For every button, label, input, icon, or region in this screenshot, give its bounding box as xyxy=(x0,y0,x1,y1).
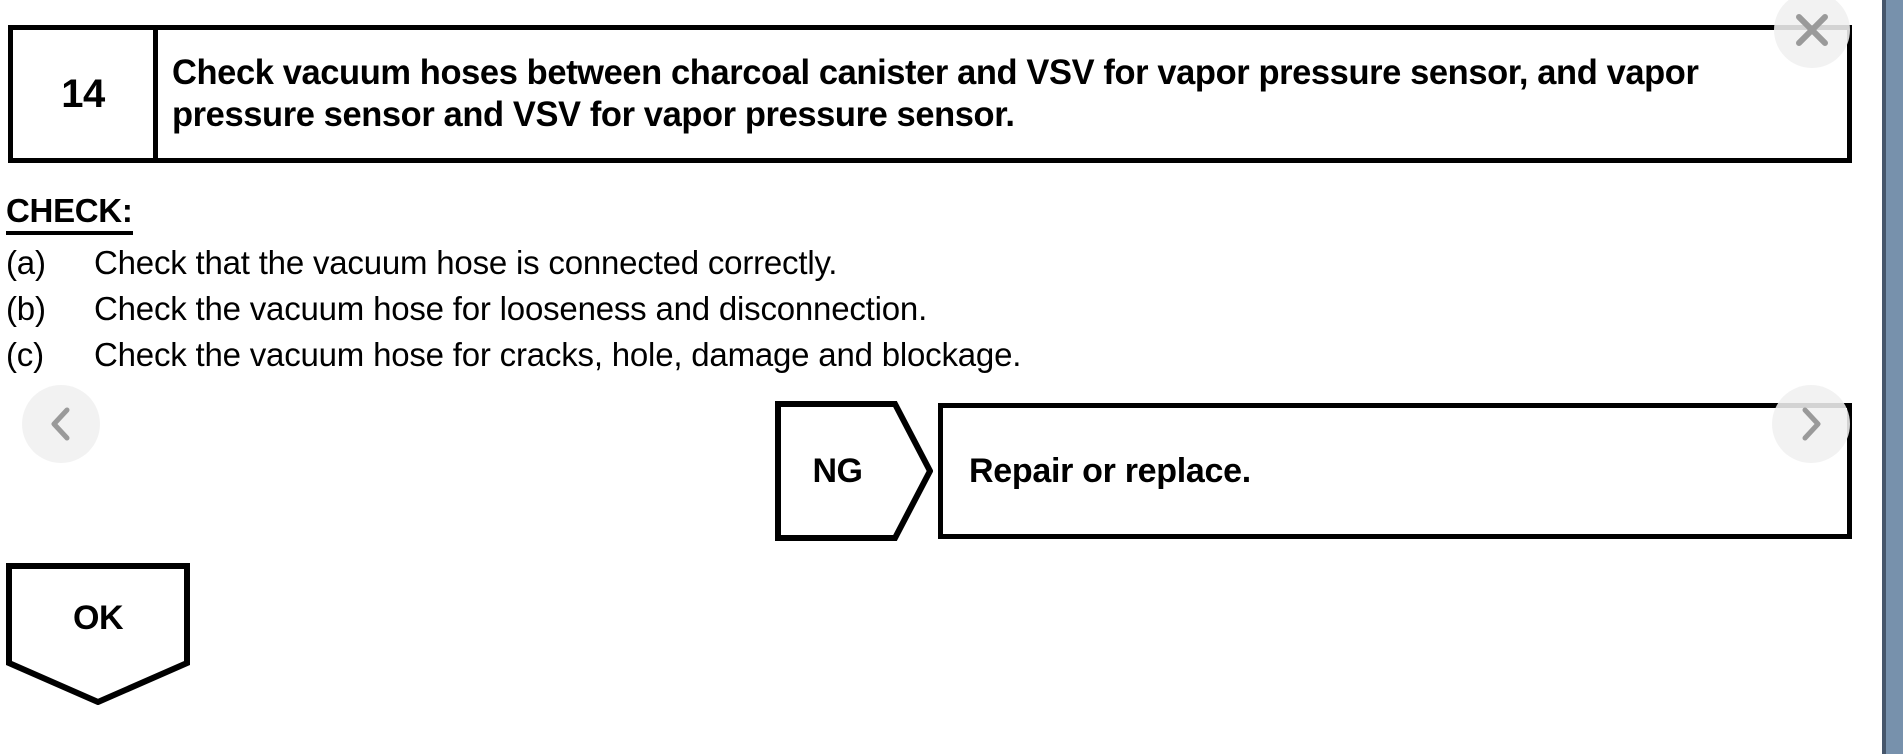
check-item-a: (a) Check that the vacuum hose is connec… xyxy=(6,243,1506,281)
ng-result-text: Repair or replace. xyxy=(969,451,1251,490)
ng-result-box: Repair or replace. xyxy=(938,403,1852,539)
check-item-a-marker: (a) xyxy=(6,243,46,281)
step-number-cell: 14 xyxy=(13,30,158,158)
ng-branch-shape xyxy=(775,401,933,541)
close-icon xyxy=(1790,8,1834,52)
ng-label: NG xyxy=(812,451,864,490)
ok-label: OK xyxy=(73,598,124,637)
check-item-b-marker: (b) xyxy=(6,289,46,327)
step-title-cell: Check vacuum hoses between charcoal cani… xyxy=(158,30,1847,158)
check-item-a-text: Check that the vacuum hose is connected … xyxy=(94,243,838,281)
check-block: CHECK: (a) Check that the vacuum hose is… xyxy=(6,193,1506,373)
chevron-right-icon xyxy=(1793,402,1829,446)
check-heading: CHECK: xyxy=(6,193,133,235)
next-image-button[interactable] xyxy=(1772,385,1850,463)
check-item-c-marker: (c) xyxy=(6,335,44,373)
previous-image-button[interactable] xyxy=(22,385,100,463)
check-item-c: (c) Check the vacuum hose for cracks, ho… xyxy=(6,335,1506,373)
right-edge-scrollbar[interactable] xyxy=(1882,0,1903,754)
step-header-table: 14 Check vacuum hoses between charcoal c… xyxy=(8,25,1852,163)
check-item-b-text: Check the vacuum hose for looseness and … xyxy=(94,289,928,327)
step-title: Check vacuum hoses between charcoal cani… xyxy=(172,53,1699,134)
chevron-left-icon xyxy=(43,402,79,446)
right-edge-scrollbar-track xyxy=(1882,0,1886,754)
ok-branch-shape xyxy=(6,563,190,705)
check-item-c-text: Check the vacuum hose for cracks, hole, … xyxy=(94,335,1022,373)
close-button[interactable] xyxy=(1774,0,1850,68)
check-item-b: (b) Check the vacuum hose for looseness … xyxy=(6,289,1506,327)
step-number: 14 xyxy=(61,71,105,116)
